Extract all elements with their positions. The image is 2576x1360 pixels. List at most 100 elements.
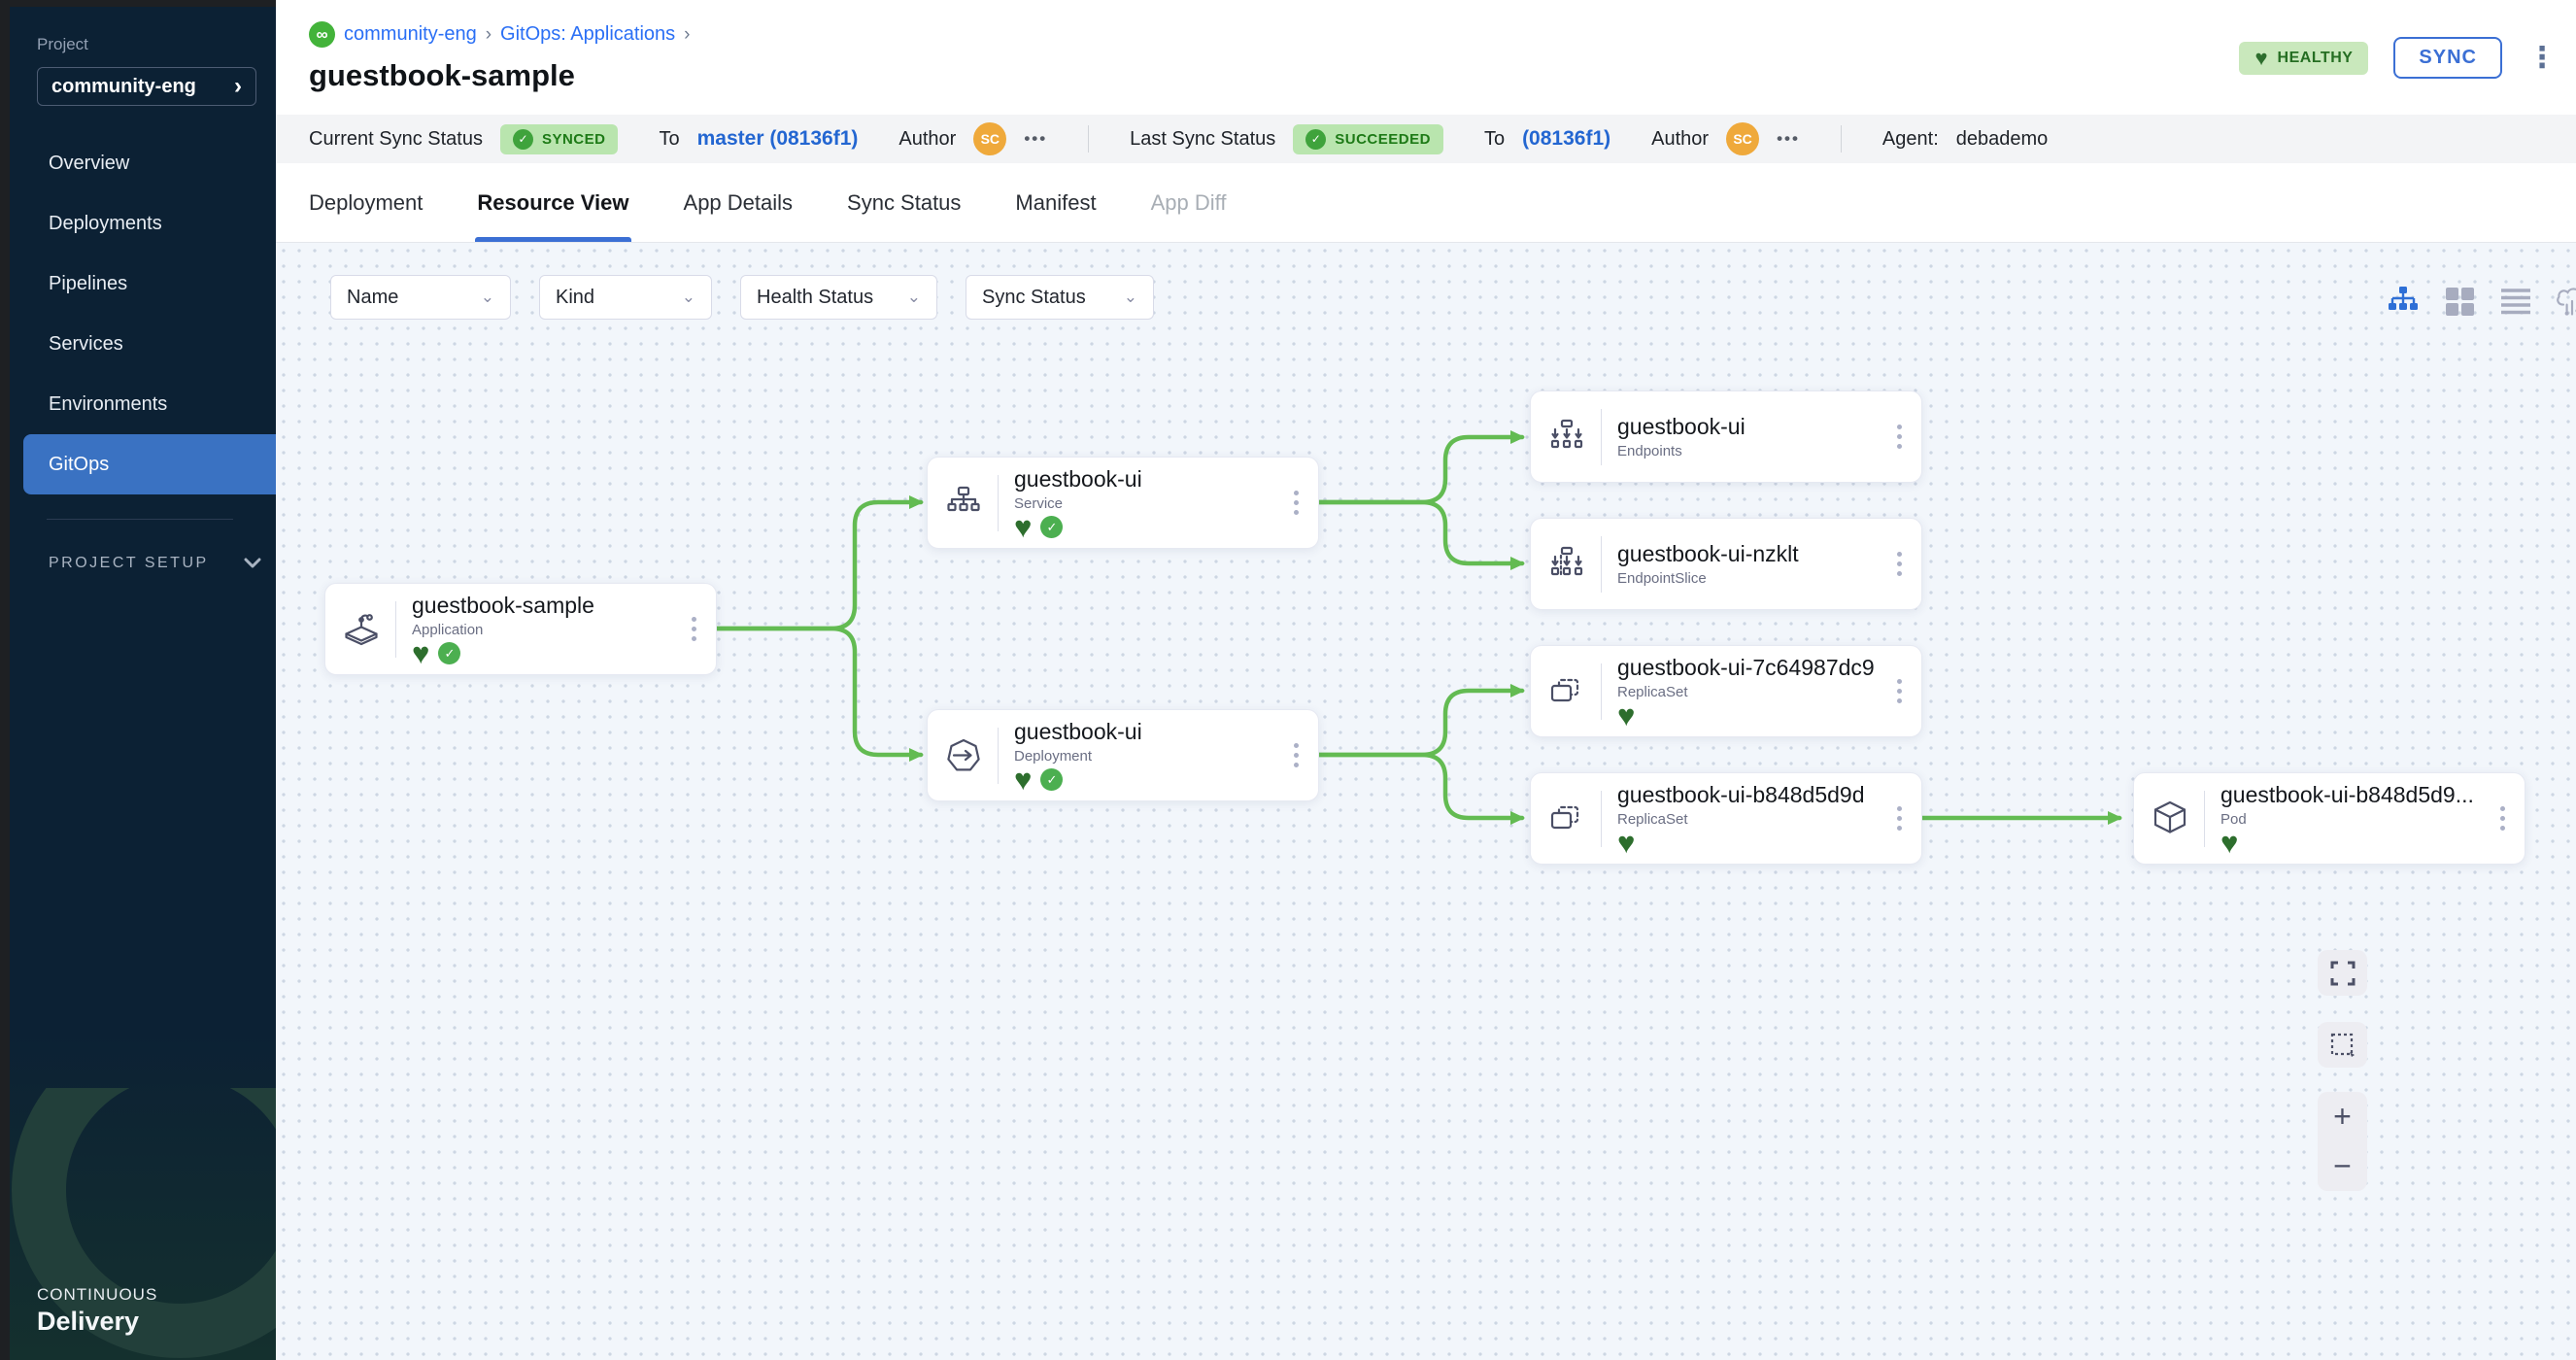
synced-badge: ✓ SYNCED [500, 124, 619, 154]
tab-app-diff[interactable]: App Diff [1151, 163, 1227, 242]
resource-kind: Endpoints [1617, 443, 1883, 459]
filter-bar: Name⌄ Kind⌄ Health Status⌄ Sync Status⌄ [330, 275, 1154, 320]
tab-resource-view[interactable]: Resource View [477, 163, 628, 242]
node-menu-icon[interactable] [1288, 485, 1305, 521]
more-commits-icon[interactable]: ••• [1024, 129, 1047, 149]
cluster-view-icon[interactable] [2555, 284, 2576, 319]
service-icon [941, 482, 986, 525]
page-header: ∞ community-eng › GitOps: Applications ›… [276, 0, 2576, 115]
project-setup-toggle[interactable]: PROJECT SETUP [0, 555, 276, 572]
resource-name: guestbook-ui-b848d5d9d [1617, 782, 1883, 808]
health-heart-icon: ♥ [1617, 832, 1635, 855]
window-edge-top [0, 0, 276, 7]
node-menu-icon[interactable] [1891, 419, 1908, 455]
tab-manifest[interactable]: Manifest [1015, 163, 1096, 242]
kind-filter-dropdown[interactable]: Kind⌄ [539, 275, 712, 320]
tree-view-icon[interactable] [2386, 284, 2421, 319]
resource-node-application[interactable]: guestbook-sample Application ♥ ✓ [324, 583, 717, 675]
resource-node-pod[interactable]: guestbook-ui-b848d5d9... Pod ♥ [2133, 772, 2525, 865]
resource-node-deployment[interactable]: guestbook-ui Deployment ♥ ✓ [927, 709, 1319, 801]
resource-kind: EndpointSlice [1617, 570, 1883, 587]
resource-kind: Service [1014, 495, 1280, 512]
node-menu-icon[interactable] [1891, 800, 1908, 836]
pod-icon [2148, 798, 2192, 840]
resource-kind: ReplicaSet [1617, 811, 1883, 828]
project-setup-label: PROJECT SETUP [49, 555, 209, 572]
agent-label: Agent: [1882, 128, 1939, 151]
current-sync-revision-link[interactable]: master (08136f1) [697, 127, 859, 151]
resource-name: guestbook-ui-b848d5d9... [2220, 782, 2487, 808]
resource-kind: Pod [2220, 811, 2487, 828]
health-badge-label: HEALTHY [2278, 50, 2354, 67]
sidebar-item-environments[interactable]: Environments [0, 374, 276, 434]
sidebar-item-pipelines[interactable]: Pipelines [0, 254, 276, 314]
author-avatar[interactable]: SC [1726, 122, 1759, 155]
chevron-right-icon: › [234, 75, 242, 98]
health-heart-icon: ♥ [1014, 516, 1032, 539]
status-bar-divider [1088, 125, 1089, 153]
sidebar-item-overview[interactable]: Overview [0, 133, 276, 193]
tab-sync-status[interactable]: Sync Status [847, 163, 961, 242]
more-menu-icon[interactable]: ⋮ [2527, 44, 2557, 73]
sync-check-icon: ✓ [438, 642, 460, 664]
node-menu-icon[interactable] [1891, 673, 1908, 709]
sync-status-bar: Current Sync Status ✓ SYNCED To master (… [276, 115, 2576, 163]
replicaset-icon [1544, 670, 1589, 713]
zoom-out-button[interactable]: − [2318, 1141, 2367, 1191]
health-heart-icon: ♥ [1014, 768, 1032, 792]
resource-node-replicaset-2[interactable]: guestbook-ui-b848d5d9d ReplicaSet ♥ [1530, 772, 1922, 865]
main-content: ∞ community-eng › GitOps: Applications ›… [276, 0, 2576, 1360]
resource-graph-canvas[interactable]: Name⌄ Kind⌄ Health Status⌄ Sync Status⌄ [276, 243, 2576, 1360]
resource-node-endpoints[interactable]: guestbook-ui Endpoints [1530, 391, 1922, 483]
more-commits-icon[interactable]: ••• [1777, 129, 1800, 149]
fullscreen-button[interactable] [2318, 950, 2367, 996]
resource-node-service[interactable]: guestbook-ui Service ♥ ✓ [927, 457, 1319, 549]
sync-button[interactable]: SYNC [2393, 37, 2502, 79]
sidebar-item-services[interactable]: Services [0, 314, 276, 374]
tab-deployment[interactable]: Deployment [309, 163, 423, 242]
window-edge-left [0, 0, 10, 1360]
sidebar-item-deployments[interactable]: Deployments [0, 193, 276, 254]
brand-continuous: CONTINUOUS [37, 1285, 157, 1305]
last-sync-revision-link[interactable]: (08136f1) [1522, 127, 1610, 151]
resource-name: guestbook-ui-7c64987dc9 [1617, 655, 1883, 681]
author-label: Author [898, 128, 956, 151]
tab-app-details[interactable]: App Details [684, 163, 794, 242]
marquee-select-button[interactable] [2318, 1022, 2367, 1068]
resource-node-replicaset-1[interactable]: guestbook-ui-7c64987dc9 ReplicaSet ♥ [1530, 645, 1922, 737]
synced-badge-label: SYNCED [542, 131, 606, 148]
breadcrumb-separator: › [486, 24, 491, 46]
node-menu-icon[interactable] [1891, 546, 1908, 582]
node-menu-icon[interactable] [2494, 800, 2511, 836]
breadcrumb-project-link[interactable]: community-eng [344, 23, 477, 46]
node-menu-icon[interactable] [1288, 737, 1305, 773]
sync-check-icon: ✓ [1040, 516, 1063, 538]
resource-kind: Deployment [1014, 748, 1280, 765]
project-section: Project community-eng › [0, 0, 276, 106]
resource-name: guestbook-ui [1014, 466, 1280, 493]
grid-view-icon[interactable] [2442, 284, 2477, 319]
application-icon [339, 608, 384, 651]
project-selector[interactable]: community-eng › [37, 67, 256, 106]
resource-kind: ReplicaSet [1617, 684, 1883, 700]
sidebar: Project community-eng › Overview Deploym… [0, 0, 276, 1360]
sync-check-icon: ✓ [1040, 768, 1063, 791]
name-filter-dropdown[interactable]: Name⌄ [330, 275, 511, 320]
zoom-in-button[interactable]: + [2318, 1092, 2367, 1141]
node-menu-icon[interactable] [686, 611, 702, 647]
sidebar-divider [47, 519, 233, 520]
resource-node-endpointslice[interactable]: guestbook-ui-nzklt EndpointSlice [1530, 518, 1922, 610]
header-actions: ♥ HEALTHY SYNC ⋮ [2239, 37, 2557, 79]
sync-status-filter-dropdown[interactable]: Sync Status⌄ [966, 275, 1154, 320]
health-status-filter-dropdown[interactable]: Health Status⌄ [740, 275, 937, 320]
chevron-down-icon: ⌄ [907, 288, 921, 307]
brand-logo: CONTINUOUS Delivery [37, 1285, 157, 1337]
sidebar-item-gitops[interactable]: GitOps [23, 434, 276, 494]
resource-name: guestbook-ui [1014, 719, 1280, 745]
list-view-icon[interactable] [2498, 284, 2533, 319]
breadcrumb-applications-link[interactable]: GitOps: Applications [500, 23, 675, 46]
tab-bar: Deployment Resource View App Details Syn… [276, 163, 2576, 243]
heart-icon: ♥ [2254, 49, 2267, 68]
author-avatar[interactable]: SC [973, 122, 1006, 155]
